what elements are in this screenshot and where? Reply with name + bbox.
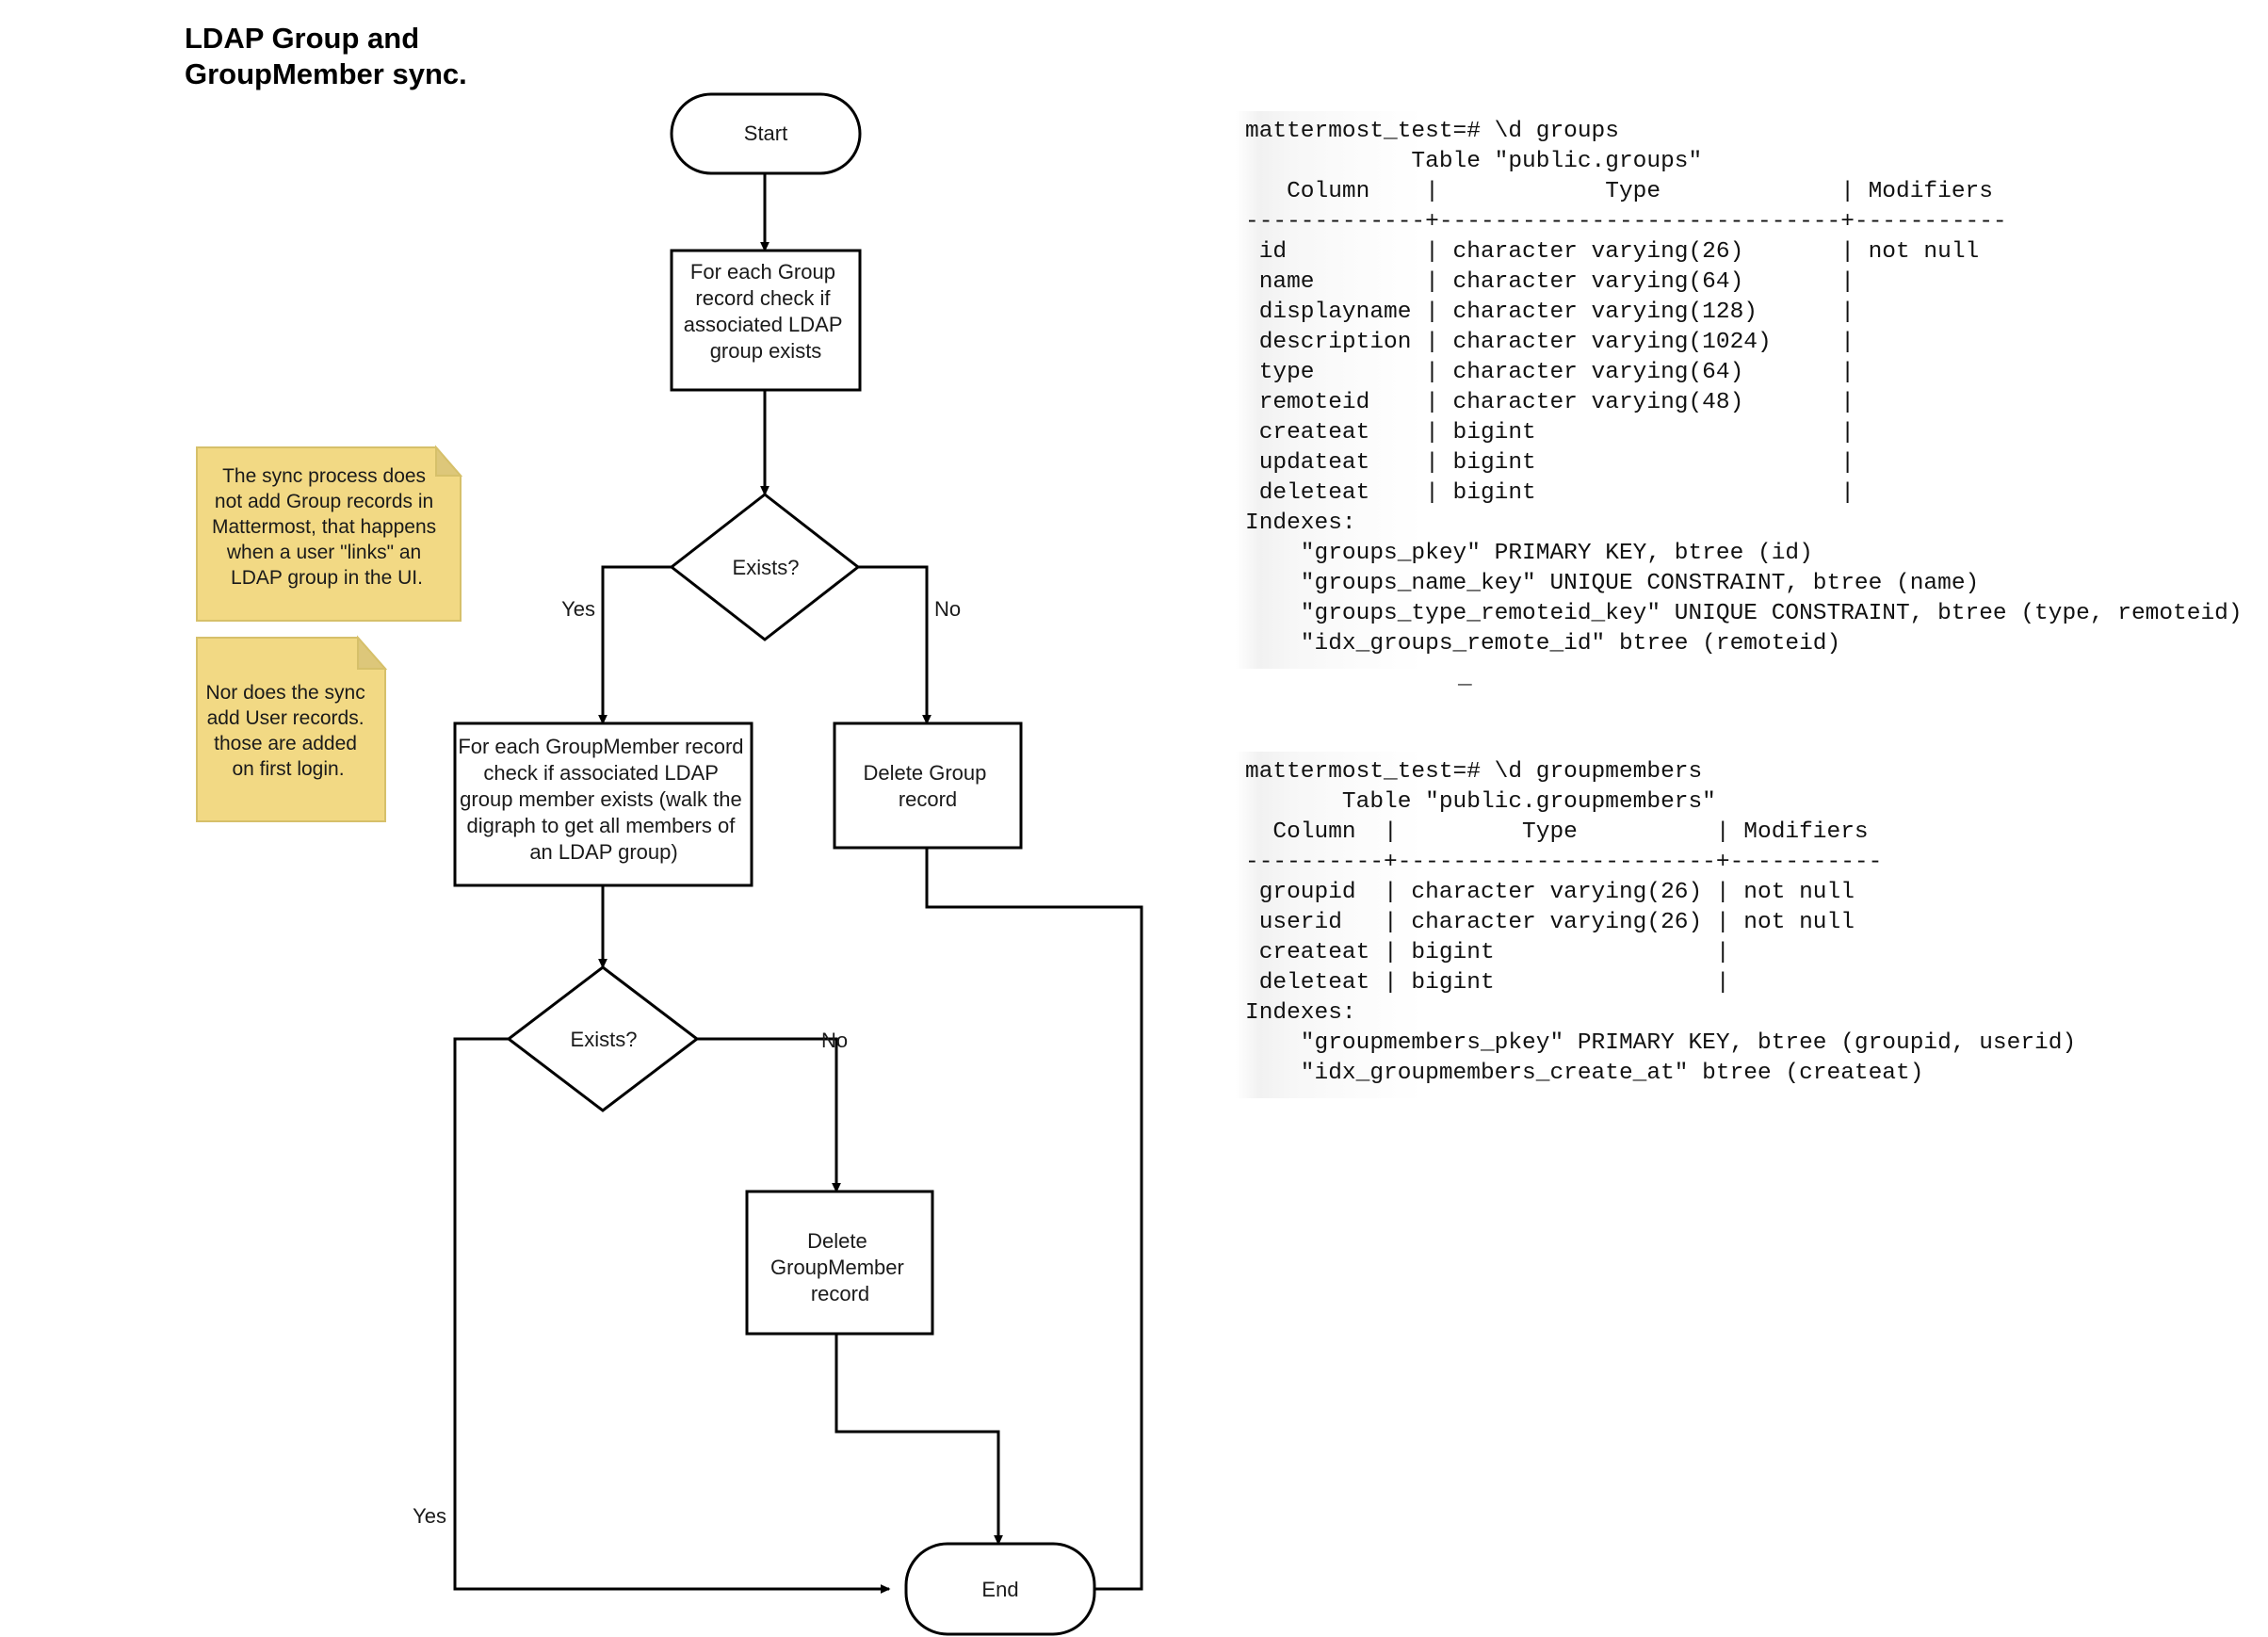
note-no-group-add-text: The sync process does not add Group reco… bbox=[212, 465, 442, 589]
node-check-group[interactable]: For each Group record check if associate… bbox=[670, 249, 862, 392]
node-exists-2[interactable]: Exists? bbox=[506, 965, 700, 1112]
node-end-label: End bbox=[981, 1578, 1018, 1601]
node-delete-groupmember-label: Delete GroupMember record bbox=[770, 1229, 910, 1305]
node-check-member-label: For each GroupMember record check if ass… bbox=[458, 735, 749, 864]
edge-exists1-yes bbox=[598, 565, 672, 725]
note-no-group-add: The sync process does not add Group reco… bbox=[196, 445, 463, 622]
edge-delete-groupmember-to-end bbox=[834, 1334, 1003, 1546]
terminal-output-groupmembers: mattermost_test=# \d groupmembers Table … bbox=[1236, 752, 2086, 1098]
node-exists-1[interactable]: Exists? bbox=[669, 493, 861, 641]
page-title: LDAP Group and GroupMember sync. bbox=[185, 22, 467, 90]
flowchart-canvas: Start For each Group record check if ass… bbox=[196, 92, 1143, 1636]
edge-exists2-yes bbox=[453, 1037, 891, 1594]
edge-label-exists1-yes: Yes bbox=[561, 597, 595, 621]
node-check-member[interactable]: For each GroupMember record check if ass… bbox=[453, 721, 753, 887]
node-check-group-label: For each Group record check if associate… bbox=[684, 260, 849, 363]
edge-exists1-no bbox=[858, 565, 932, 725]
note-no-user-add: Nor does the sync add User records. thos… bbox=[196, 635, 388, 822]
node-end[interactable]: End bbox=[904, 1542, 1096, 1636]
edge-label-exists1-no: No bbox=[934, 597, 961, 621]
edge-exists2-no bbox=[697, 1037, 841, 1193]
terminal-output-groups: mattermost_test=# \d groups Table "publi… bbox=[1236, 111, 2252, 669]
edge-label-exists2-yes: Yes bbox=[413, 1504, 446, 1528]
edge-delete-group-to-end bbox=[925, 848, 1143, 1594]
node-delete-group-label: Delete Group record bbox=[864, 761, 993, 811]
node-exists-2-label: Exists? bbox=[571, 1028, 638, 1051]
edge-label-exists2-no: No bbox=[821, 1029, 848, 1052]
node-start-label: Start bbox=[744, 122, 787, 145]
node-delete-groupmember[interactable]: Delete GroupMember record bbox=[745, 1190, 934, 1336]
node-start[interactable]: Start bbox=[670, 92, 862, 175]
node-delete-group[interactable]: Delete Group record bbox=[833, 721, 1023, 850]
node-exists-1-label: Exists? bbox=[733, 556, 800, 579]
note-no-user-add-text: Nor does the sync add User records. thos… bbox=[205, 682, 370, 780]
terminal-cursor: _ bbox=[1458, 665, 1472, 690]
